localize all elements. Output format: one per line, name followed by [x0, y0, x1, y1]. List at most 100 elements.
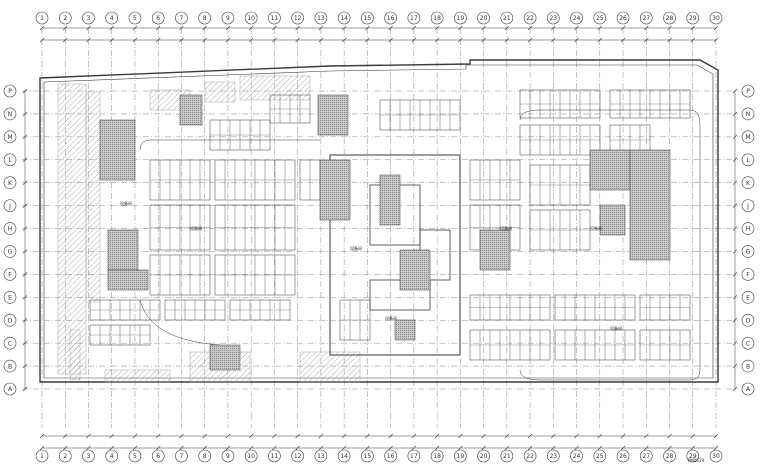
axis-bubble-bottom: 6: [151, 449, 165, 463]
dimension-tick: [481, 433, 486, 439]
dimension-tick: [22, 157, 28, 162]
axis-bubble-bottom: 29: [686, 449, 700, 463]
axis-bubble-top: 21: [500, 11, 514, 25]
axis-bubble-label: A: [8, 386, 13, 393]
axis-bubble-label: 12: [294, 15, 302, 22]
dimension-tick: [132, 25, 138, 31]
equipment-cluster: [629, 149, 671, 261]
axis-bubble-right: A: [741, 382, 755, 396]
dimension-tick: [732, 88, 738, 94]
axis-bubble-circle: [741, 336, 755, 350]
axis-bubble-circle: [741, 130, 755, 144]
dimension-tick: [574, 445, 579, 451]
axis-bubble-top: 30: [709, 11, 723, 25]
axis-bubble-label: 13: [317, 15, 325, 22]
axis-bubble-left: D: [3, 313, 17, 327]
axis-bubble-bottom: 3: [82, 449, 95, 463]
axis-bubble-label: 19: [457, 453, 465, 460]
axis-bubble-label: 4: [110, 453, 114, 460]
axis-bubble-circle: [3, 313, 17, 327]
dimension-tick: [39, 25, 45, 31]
axis-bubble-bottom: 18: [430, 449, 444, 463]
axis-bubble-top: 19: [454, 11, 467, 25]
dimension-tick: [179, 433, 184, 439]
dimension-tick: [597, 25, 603, 31]
axis-bubble-label: K: [746, 180, 751, 187]
axis-bubble-circle: [151, 449, 165, 463]
axis-bubble-top: 25: [593, 11, 607, 25]
axis-bubble-left: F: [3, 268, 17, 281]
axis-bubble-circle: [3, 382, 17, 396]
axis-bubble-circle: [221, 11, 235, 25]
dimension-tick: [388, 445, 393, 451]
axis-bubble-bottom: 30: [709, 449, 723, 463]
dimension-tick: [22, 203, 28, 208]
axis-bubble-label: E: [8, 295, 12, 302]
equipment-cluster: [179, 94, 203, 126]
axis-bubble-circle: [105, 449, 119, 463]
dimension-tick: [551, 433, 556, 439]
axis-bubble-label: D: [8, 317, 13, 324]
axis-bubble-right: H: [741, 222, 755, 235]
axis-bubble-circle: [268, 449, 281, 463]
axis-bubble-label: 2: [63, 15, 67, 22]
equipment-cluster: [394, 319, 416, 341]
axis-bubble-circle: [361, 449, 374, 463]
axis-bubble-right: D: [741, 313, 755, 327]
axis-bubble-label: 8: [203, 15, 207, 22]
dimension-tick: [434, 37, 440, 43]
axis-bubble-top: 15: [361, 11, 374, 25]
dimension-tick: [620, 445, 626, 451]
equipment-cluster: [399, 249, 431, 291]
axis-bubble-label: P: [746, 88, 750, 95]
equipment-cluster: [99, 119, 136, 181]
axis-bubble-circle: [314, 11, 328, 25]
axis-bubble-bottom: 12: [291, 449, 304, 463]
axis-bubble-circle: [741, 84, 755, 98]
building-inner-wall: [43, 64, 714, 379]
dimension-tick: [225, 433, 231, 439]
central-core-outline: [329, 154, 461, 356]
axis-bubble-top: 26: [616, 11, 630, 25]
axis-bubble-top: 18: [430, 11, 444, 25]
axis-bubble-right: F: [741, 268, 755, 281]
dimension-tick: [713, 25, 719, 31]
axis-bubble-bottom: 8: [198, 449, 211, 463]
dimension-tick: [202, 37, 207, 43]
axis-bubble-right: G: [741, 245, 755, 258]
axis-bubble-bottom: 28: [663, 449, 676, 463]
axis-bubble-label: 2: [63, 453, 67, 460]
dimension-tick: [341, 445, 347, 451]
axis-bubble-circle: [741, 153, 755, 167]
axis-bubble-top: 28: [663, 11, 676, 25]
dimension-tick: [22, 363, 28, 369]
room-label: 设备间: [350, 245, 362, 251]
room-label: 设备间: [190, 225, 202, 231]
hatched-zone: [239, 75, 311, 101]
axis-bubble-circle: [477, 11, 490, 25]
axis-bubble-top: 9: [221, 11, 235, 25]
hatched-zone: [204, 81, 236, 103]
dimension-tick: [732, 318, 738, 323]
axis-bubble-circle: [291, 449, 304, 463]
axis-bubble-label: D: [746, 317, 751, 324]
dimension-tick: [732, 340, 738, 346]
dimension-tick: [644, 433, 649, 439]
dimension-tick: [132, 445, 138, 451]
dimension-tick: [341, 25, 347, 31]
axis-bubble-label: 24: [573, 15, 581, 22]
dimension-tick: [39, 37, 45, 43]
dimension-tick: [295, 37, 300, 43]
axis-bubble-left: E: [3, 291, 17, 304]
axis-bubble-top: 11: [268, 11, 281, 25]
axis-bubble-circle: [663, 449, 676, 463]
axis-bubble-circle: [741, 107, 755, 121]
dimension-tick: [458, 25, 463, 31]
axis-bubble-circle: [3, 291, 17, 304]
axis-bubble-label: B: [8, 363, 12, 370]
axis-bubble-bottom: 25: [593, 449, 607, 463]
dimension-tick: [22, 249, 28, 254]
axis-bubble-left: L: [3, 153, 17, 167]
drive-lane: [139, 139, 320, 151]
